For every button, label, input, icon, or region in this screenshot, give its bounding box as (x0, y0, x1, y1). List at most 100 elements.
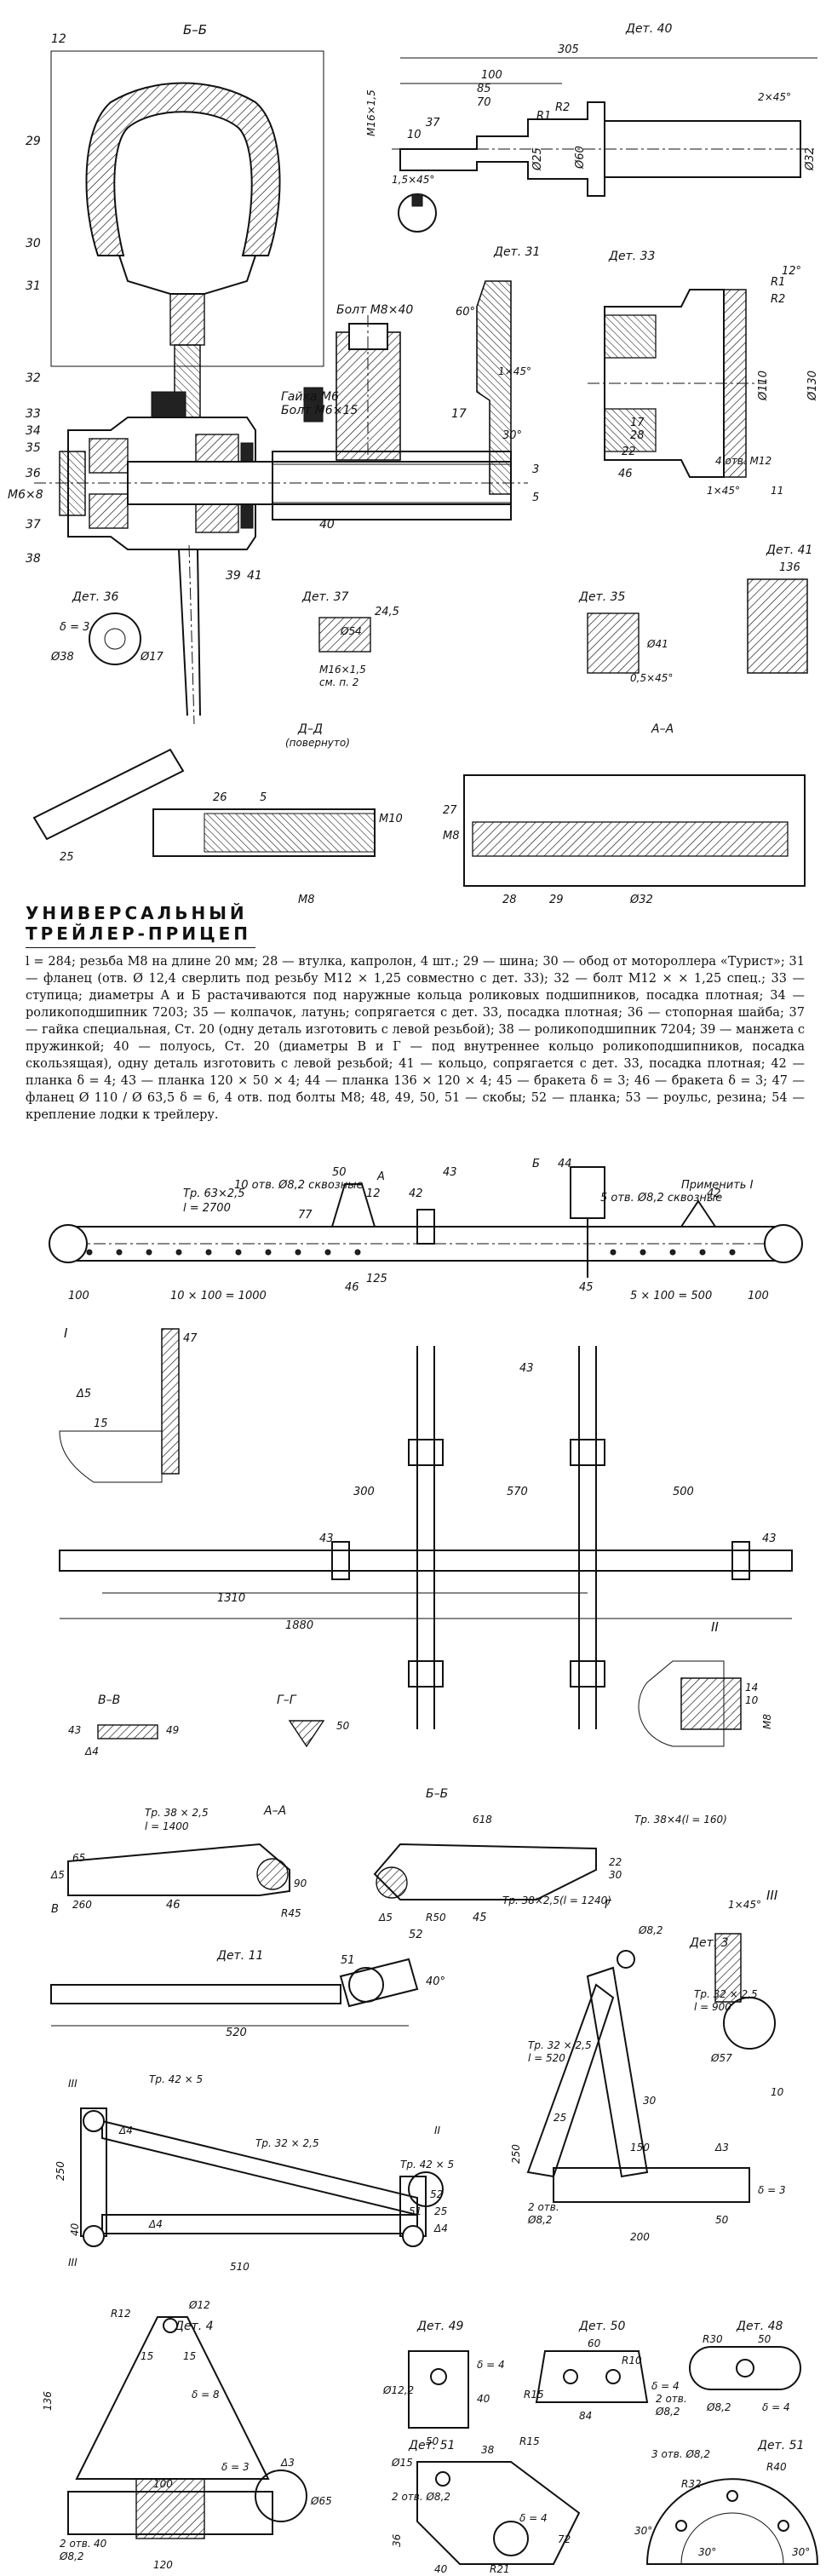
callout-12: 12 (51, 32, 66, 46)
dim-d48-50: 50 (758, 2333, 772, 2345)
dim-305: 305 (558, 43, 579, 56)
label-section-vv: В–В (98, 1693, 120, 1707)
callout-17: 17 (451, 407, 467, 421)
label-m10: М10 (379, 813, 403, 825)
dim-d50-60: 60 (588, 2337, 601, 2349)
label-sec-b: Б (532, 1158, 540, 1170)
dim-frame-500: 5 × 100 = 500 (630, 1290, 712, 1302)
dim-phi25: Ø25 (531, 147, 544, 171)
callout-33: 33 (26, 407, 41, 421)
dim-d3-200: 200 (630, 2231, 650, 2243)
detail-I: I 47 Δ5 15 (59, 1325, 198, 1483)
callout-26: 26 (213, 791, 227, 804)
article-caption: l = 284; резьба М8 на длине 20 мм; 28 — … (26, 955, 805, 1122)
label-delta3: δ = 3 (60, 621, 89, 634)
dim-70: 70 (477, 96, 491, 109)
dim-d3-phi57: Ø57 (710, 2052, 732, 2064)
dim-37: 37 (426, 117, 440, 129)
label-tr-tube42: Тр. 42 × 5 (149, 2073, 203, 2085)
end-view-det3 (723, 1997, 776, 2050)
callout-45: 45 (579, 1281, 594, 1294)
dim-d50-phi82: Ø8,2 (655, 2406, 680, 2418)
callout-47: 47 (183, 1332, 198, 1345)
tie-bar-25 (32, 748, 185, 841)
dim-delta4: Δ4 (84, 1745, 99, 1757)
ring-det4 (255, 2470, 307, 2522)
dim-tr-250: 250 (54, 2161, 66, 2181)
dim-d4-r12: R12 (111, 2308, 131, 2320)
trestle-assembly: Тр. 42 × 5 Тр. 32 × 2,5 Тр. 42 × 5 III I… (54, 2073, 454, 2273)
label-det49: Дет. 49 (416, 2320, 464, 2333)
dim-d51-30c: 30° (792, 2546, 810, 2558)
dim-br-65: 65 (72, 1852, 85, 1864)
label-det33: Дет. 33 (608, 250, 655, 263)
dim-d4-phi82: Ø8,2 (59, 2550, 84, 2562)
label-br-l1400: l = 1400 (145, 1820, 189, 1832)
label-chamfer-05x45: 0,5×45° (630, 672, 673, 684)
cap-35-profile (587, 612, 640, 674)
label-det40: Дет. 40 (625, 22, 673, 36)
bolt-32 (151, 391, 186, 422)
label-4-holes-m12: 4 отв. М12 (715, 455, 772, 467)
callout-37: 37 (26, 518, 41, 532)
dim-tr-25: 25 (434, 2205, 447, 2217)
callout-49: 49 (166, 1724, 179, 1736)
label-frame-tube: Тр. 63×2,5 (183, 1187, 245, 1200)
label-d3-2otv: 2 отв. (528, 2201, 559, 2213)
dim-d48-r30: R30 (703, 2333, 723, 2345)
cross-beam (59, 1550, 793, 1572)
dim-angle60: 60° (456, 306, 475, 319)
dim-d51-72: 72 (558, 2533, 571, 2545)
callout-5: 5 (260, 791, 267, 804)
bar-11 (50, 1984, 341, 2004)
callout-40: 40 (319, 518, 335, 532)
label-chamfer-2x45: 2×45° (758, 91, 791, 103)
callout-46: 46 (345, 1281, 359, 1294)
label-m16x15b: М16×1,5 (319, 664, 366, 676)
dim-d3-30: 30 (643, 2095, 657, 2107)
article-title-line2: ТРЕЙЛЕР-ПРИЦЕП (26, 923, 252, 944)
label-section-dd: Д–Д (297, 722, 323, 736)
dim-phi60: Ø60 (574, 146, 587, 170)
label-d51-3otv: 3 отв. Ø8,2 (651, 2448, 710, 2460)
callout-tr-51: 51 (409, 2205, 422, 2217)
label-m6x8: М6×8 (8, 488, 43, 502)
frame-plan-view: 300 570 500 1310 1880 43 43 43 (59, 1346, 793, 1729)
bracket-46 (331, 1183, 376, 1228)
label-det51: Дет. 51 (408, 2439, 455, 2452)
label-bolt-m6x15: Болт М6×15 (281, 404, 358, 417)
dim-11: 11 (771, 485, 783, 497)
label-br-tube2: Тр. 38×4(l = 160) (634, 1814, 727, 1826)
clip-51 (416, 2461, 581, 2565)
rim-web (169, 293, 205, 346)
dim-10: 10 (745, 1694, 759, 1706)
dim-85: 85 (477, 83, 491, 95)
brackets-48-51: Дет. 49 Ø12,2 50 40 δ = 4 Дет. 50 60 R10… (382, 2320, 819, 2575)
label-d3-l520: l = 520 (528, 2052, 565, 2064)
detail-3: Дет. 3 Ø8,2 Тр. 32 × 2,5 l = 900 Ø57 10 … (510, 1924, 786, 2243)
label-det35: Дет. 35 (578, 590, 626, 604)
plate-4-triangle (75, 2316, 270, 2480)
dim-d51-r21: R21 (490, 2563, 510, 2575)
label-br-v: В (51, 1903, 59, 1916)
bearing-34-top (89, 438, 129, 474)
dim-d51-36: 36 (391, 2533, 403, 2547)
dim-d3-phi82b: Ø8,2 (527, 2214, 553, 2226)
dim-br-r50: R50 (426, 1912, 446, 1923)
label-m8: М8 (298, 894, 315, 906)
callout-38: 38 (26, 552, 41, 566)
label-bolt-m8x40: Болт М8×40 (336, 303, 413, 317)
sections-vv-gg: В–В 43 49 Δ4 Г–Г 50 (68, 1693, 350, 1757)
dim-angle12: 12° (782, 265, 801, 278)
dim-br-delta5b: Δ5 (378, 1912, 393, 1923)
dim-frame-100b: 100 (748, 1290, 769, 1302)
article-text: УНИВЕРСАЛЬНЫЙ ТРЕЙЛЕР-ПРИЦЕП l = 284; ре… (26, 903, 805, 1124)
dim-frame-125: 125 (366, 1273, 387, 1285)
dim-3: 3 (532, 463, 539, 476)
dim-d51-delta4: δ = 4 (519, 2512, 548, 2524)
end-flange-left (49, 1224, 88, 1263)
dim-phi41: Ø41 (646, 638, 668, 650)
dim-d49-40: 40 (477, 2393, 490, 2405)
plan-dims: 300 570 500 1310 1880 43 43 43 (217, 1362, 777, 1632)
